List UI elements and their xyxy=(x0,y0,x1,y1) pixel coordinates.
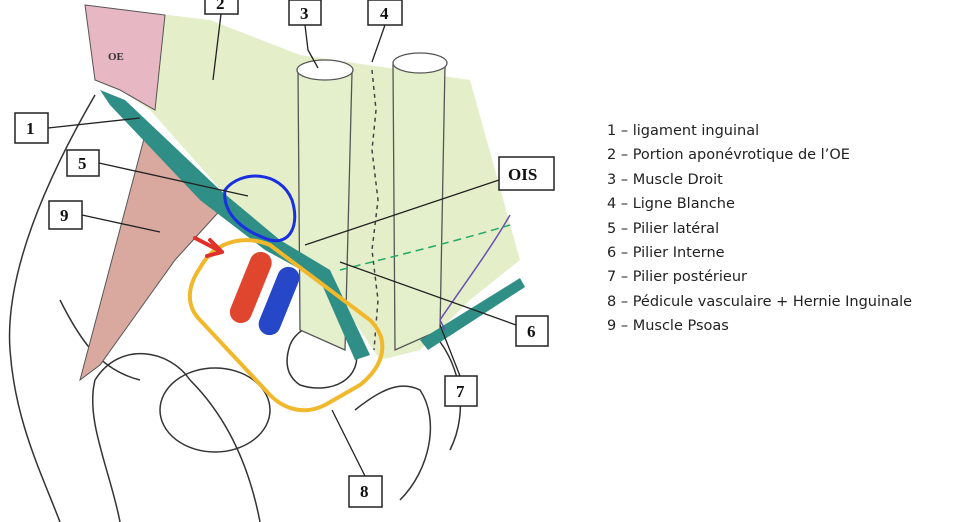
svg-text:1: 1 xyxy=(26,119,35,138)
legend-item: 5 – Pilier latéral xyxy=(607,220,720,237)
vein xyxy=(258,266,300,336)
lateral-pillar-outline xyxy=(223,174,297,243)
callout-4: 4 xyxy=(367,0,403,26)
callout-2: 2 xyxy=(204,0,239,15)
red-arrow-icon xyxy=(193,236,224,258)
legend-item: 1 – ligament inguinal xyxy=(607,123,760,139)
svg-text:5: 5 xyxy=(78,154,87,173)
svg-text:OIS: OIS xyxy=(508,165,537,184)
legend-item: 6 – Pilier Interne xyxy=(607,245,725,262)
legend-item: 4 – Ligne Blanche xyxy=(607,196,735,213)
callout-9: 9 xyxy=(48,200,83,230)
svg-text:6: 6 xyxy=(527,322,536,341)
psoas-muscle xyxy=(79,134,226,382)
callout-3: 3 xyxy=(288,0,322,26)
callout-1: 1 xyxy=(14,112,49,144)
svg-text:3: 3 xyxy=(300,4,309,23)
leader-lines xyxy=(47,13,517,477)
artery xyxy=(229,251,272,324)
svg-text:2: 2 xyxy=(216,0,225,13)
legend-item: 9 – Muscle Psoas xyxy=(607,318,729,335)
callout-7: 7 xyxy=(444,375,478,407)
linea-alba xyxy=(371,69,379,351)
rectus-muscle xyxy=(296,52,448,351)
callout-8: 8 xyxy=(348,475,383,508)
oe-label: OE xyxy=(108,51,124,63)
legend-item: 2 – Portion aponévrotique de l’OE xyxy=(607,147,850,164)
callout-6: 6 xyxy=(515,315,549,347)
oe-muscle xyxy=(84,4,166,111)
svg-text:9: 9 xyxy=(60,206,69,225)
callout-5: 5 xyxy=(66,149,100,177)
inguinal-ligament xyxy=(100,90,370,360)
legend: 1 – ligament inguinal 2 – Portion aponév… xyxy=(607,119,912,339)
svg-text:7: 7 xyxy=(456,382,465,401)
hernia-outline xyxy=(187,238,385,413)
callout-ois: OIS xyxy=(498,156,555,191)
internal-pillar-outline xyxy=(439,214,511,331)
legend-item: 7 – Pilier postérieur xyxy=(607,269,747,286)
legend-item: 8 – Pédicule vasculaire + Hernie Inguina… xyxy=(607,293,913,310)
svg-text:4: 4 xyxy=(380,4,389,23)
posterior-pillar xyxy=(420,278,525,350)
svg-text:8: 8 xyxy=(360,482,369,501)
legend-item: 3 – Muscle Droit xyxy=(607,171,723,188)
